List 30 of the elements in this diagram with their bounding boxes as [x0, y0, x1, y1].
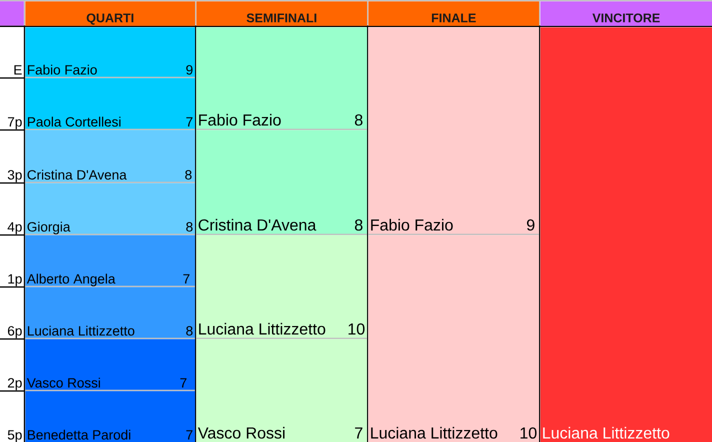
seed-label: 2p [8, 378, 22, 390]
seed-label: 1p [8, 274, 22, 286]
winner-cell: Luciana Littizzetto [540, 27, 712, 442]
column-header: FINALE [368, 1, 540, 26]
bracket-cell: Giorgia 8 [25, 183, 196, 236]
seed-label: 3p [8, 170, 22, 182]
bracket-cell: Fabio Fazio 9 [25, 27, 196, 78]
column-header: SEMIFINALI [196, 1, 368, 26]
node-label: FINALE [432, 14, 476, 22]
bracket-cell: Cristina D'Avena 8 [25, 130, 196, 184]
bracket-cell: Vasco Rossi 7 [25, 339, 196, 392]
bracket-cell: Fabio Fazio 9 [368, 27, 540, 236]
column-header: QUARTI [25, 1, 196, 26]
bracket-cell: Luciana Littizzetto 8 [25, 287, 196, 340]
seed-label: 4p [8, 222, 22, 234]
bracket-cell: Fabio Fazio 8 [196, 27, 368, 130]
seed-label: 5p [8, 430, 22, 442]
seed-label: E [14, 65, 22, 74]
seed-label: 6p [8, 326, 22, 338]
column-header: VINCITORE [540, 1, 712, 26]
bracket-cell: Cristina D'Avena 8 [196, 130, 368, 236]
seed-label: 7p [8, 117, 22, 130]
bracket-cell: Luciana Littizzetto 10 [196, 235, 368, 340]
node-label: QUARTI [86, 14, 134, 25]
bracket-cell: Paola Cortellesi 7 [25, 78, 196, 130]
bracket-cell: Luciana Littizzetto 10 [368, 235, 540, 442]
node-label: SEMIFINALI [246, 14, 316, 22]
bracket-cell: Vasco Rossi 7 [196, 339, 368, 442]
bracket-cell: Benedetta Parodi 7 [25, 391, 196, 442]
bracket-cell: Alberto Angela 7 [25, 235, 196, 288]
